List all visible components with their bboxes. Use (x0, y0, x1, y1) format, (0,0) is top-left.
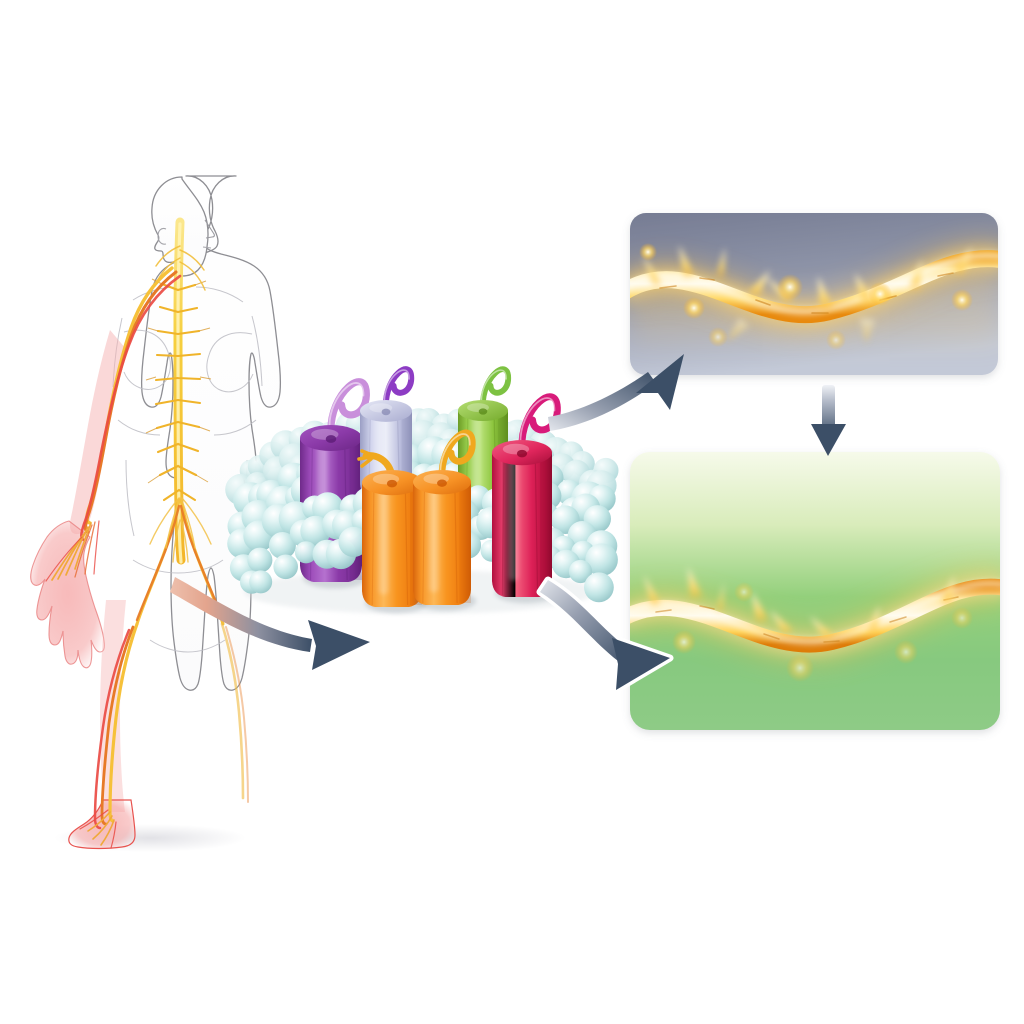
nerve-leg-red (93, 628, 131, 830)
lipid-head-sphere (268, 532, 296, 559)
arrow-body-to-membrane (170, 577, 370, 670)
channel-pore (478, 408, 488, 415)
channel-hook (438, 429, 476, 482)
lipid-head-sphere (568, 559, 593, 584)
pain-left-foot (68, 799, 136, 850)
pain-highlight-regions (30, 330, 136, 850)
ion-channel-crimson[interactable] (492, 393, 561, 604)
channel-body (413, 480, 471, 605)
nerve-sparkles-before (639, 243, 973, 350)
channel-pore (381, 408, 391, 416)
channel-pore (516, 449, 528, 458)
channel-body (492, 451, 552, 597)
panel-nerve-before[interactable] (624, 213, 1004, 375)
channel-pore (325, 435, 337, 443)
pain-left-arm (69, 330, 126, 535)
lipid-head-sphere (273, 554, 299, 580)
channel-pore (437, 479, 447, 487)
panel-after-content (630, 567, 1000, 682)
panel-nerve-after[interactable] (620, 452, 1006, 730)
panel-before-content (630, 241, 998, 350)
lipid-head-sphere (247, 547, 273, 573)
nerve-sparkles-after (672, 582, 973, 682)
channel-hook (327, 378, 370, 437)
ion-channel-layer-front (357, 393, 561, 614)
lipid-head-sphere (294, 541, 318, 564)
nerve-fibre-before (630, 250, 998, 324)
arrow-membrane-to-top-panel (548, 354, 684, 431)
channel-hook (518, 393, 561, 452)
ion-channel-orange-2[interactable] (413, 429, 477, 611)
nerve-leg-orange (100, 625, 135, 826)
nervous-system (45, 217, 249, 849)
lipid-head-sphere (584, 572, 614, 603)
lipid-head-sphere (249, 570, 273, 594)
channel-pore (386, 479, 398, 488)
lipid-head-sphere (585, 543, 618, 576)
arrow-membrane-to-bottom-panel (536, 576, 674, 694)
channel-hook (383, 366, 415, 411)
nerve-spikes-after (644, 567, 954, 642)
pain-left-hand-outline (30, 520, 105, 669)
nerve-arm-red (80, 274, 182, 542)
channel-hook (480, 366, 512, 411)
lipid-head-sphere (338, 526, 369, 558)
arrow-panel-to-panel (811, 385, 846, 456)
